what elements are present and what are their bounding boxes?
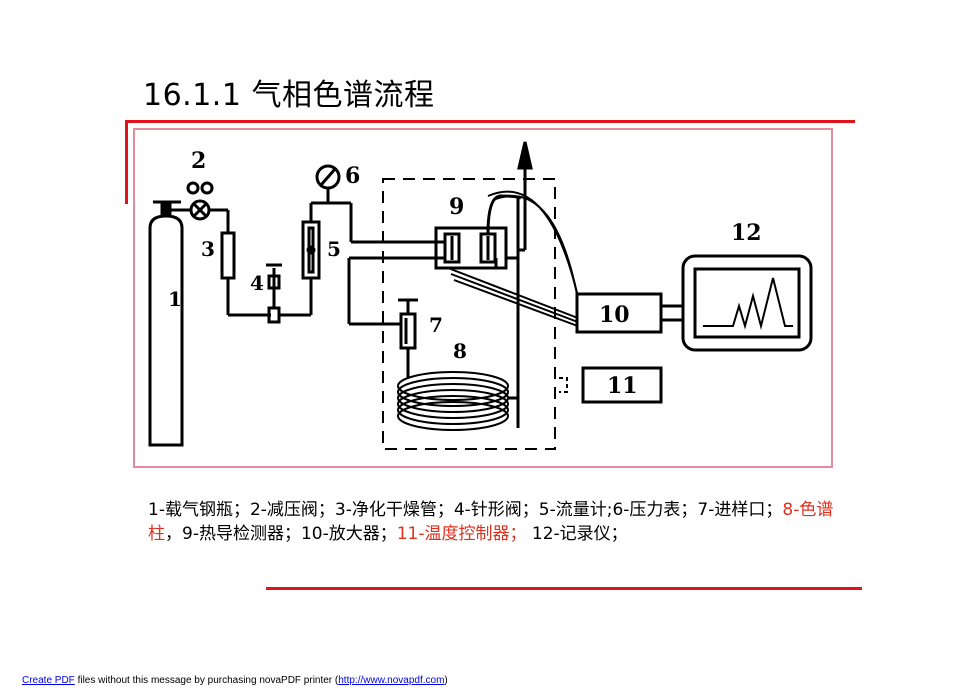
create-pdf-link[interactable]: Create PDF bbox=[22, 675, 75, 686]
bottom-red-rule bbox=[266, 587, 862, 590]
recorder bbox=[681, 254, 813, 352]
label-9: 9 bbox=[449, 194, 464, 220]
label-12: 12 bbox=[731, 220, 762, 246]
thermal-conductivity-detector bbox=[434, 141, 533, 270]
pressure-reducing-valve bbox=[170, 181, 228, 221]
signal-cables bbox=[447, 190, 584, 329]
label-7: 7 bbox=[429, 313, 443, 337]
footer-text-end: ) bbox=[444, 675, 448, 686]
footer-text: files without this message by purchasing… bbox=[74, 675, 339, 686]
flow-meter bbox=[301, 201, 351, 280]
caption-part-5: 12-记录仪； bbox=[526, 524, 628, 544]
novapdf-link[interactable]: http://www.novapdf.com bbox=[338, 675, 445, 686]
label-10: 10 bbox=[599, 302, 630, 328]
injection-port bbox=[398, 298, 418, 378]
label-6: 6 bbox=[345, 163, 360, 189]
needle-valve bbox=[266, 263, 313, 324]
figure-caption: 1-载气钢瓶；2-减压阀；3-净化干燥管；4-针形阀；5-流量计;6-压力表；7… bbox=[148, 498, 838, 546]
top-red-rule bbox=[125, 120, 855, 123]
label-5: 5 bbox=[327, 237, 341, 261]
label-3: 3 bbox=[201, 237, 215, 261]
caption-part-3: ，9-热导检测器；10-放大器； bbox=[165, 524, 397, 544]
caption-temp-controller-highlight: 11-温度控制器； bbox=[396, 524, 527, 544]
caption-part-1: 1-载气钢瓶；2-减压阀；3-净化干燥管；4-针形阀；5-流量计;6-压力表；7… bbox=[148, 500, 783, 520]
label-2: 2 bbox=[191, 148, 206, 174]
label-1: 1 bbox=[168, 287, 182, 311]
label-4: 4 bbox=[250, 271, 264, 295]
pdf-footer: Create PDF files without this message by… bbox=[22, 675, 448, 686]
caption-column-highlight: 8-色谱柱 bbox=[148, 500, 834, 544]
left-red-rule bbox=[125, 120, 128, 204]
label-11: 11 bbox=[607, 373, 638, 399]
label-8: 8 bbox=[453, 339, 467, 363]
gc-flow-diagram: 1 2 3 4 5 6 7 8 9 10 11 12 bbox=[133, 128, 833, 468]
temperature-controller bbox=[581, 366, 663, 404]
temperature-controller-link bbox=[559, 377, 568, 393]
drying-tube bbox=[220, 210, 271, 317]
page-title: 16.1.1 气相色谱流程 bbox=[143, 78, 435, 113]
carrier-gas-line bbox=[347, 203, 445, 326]
pressure-gauge bbox=[315, 164, 341, 203]
